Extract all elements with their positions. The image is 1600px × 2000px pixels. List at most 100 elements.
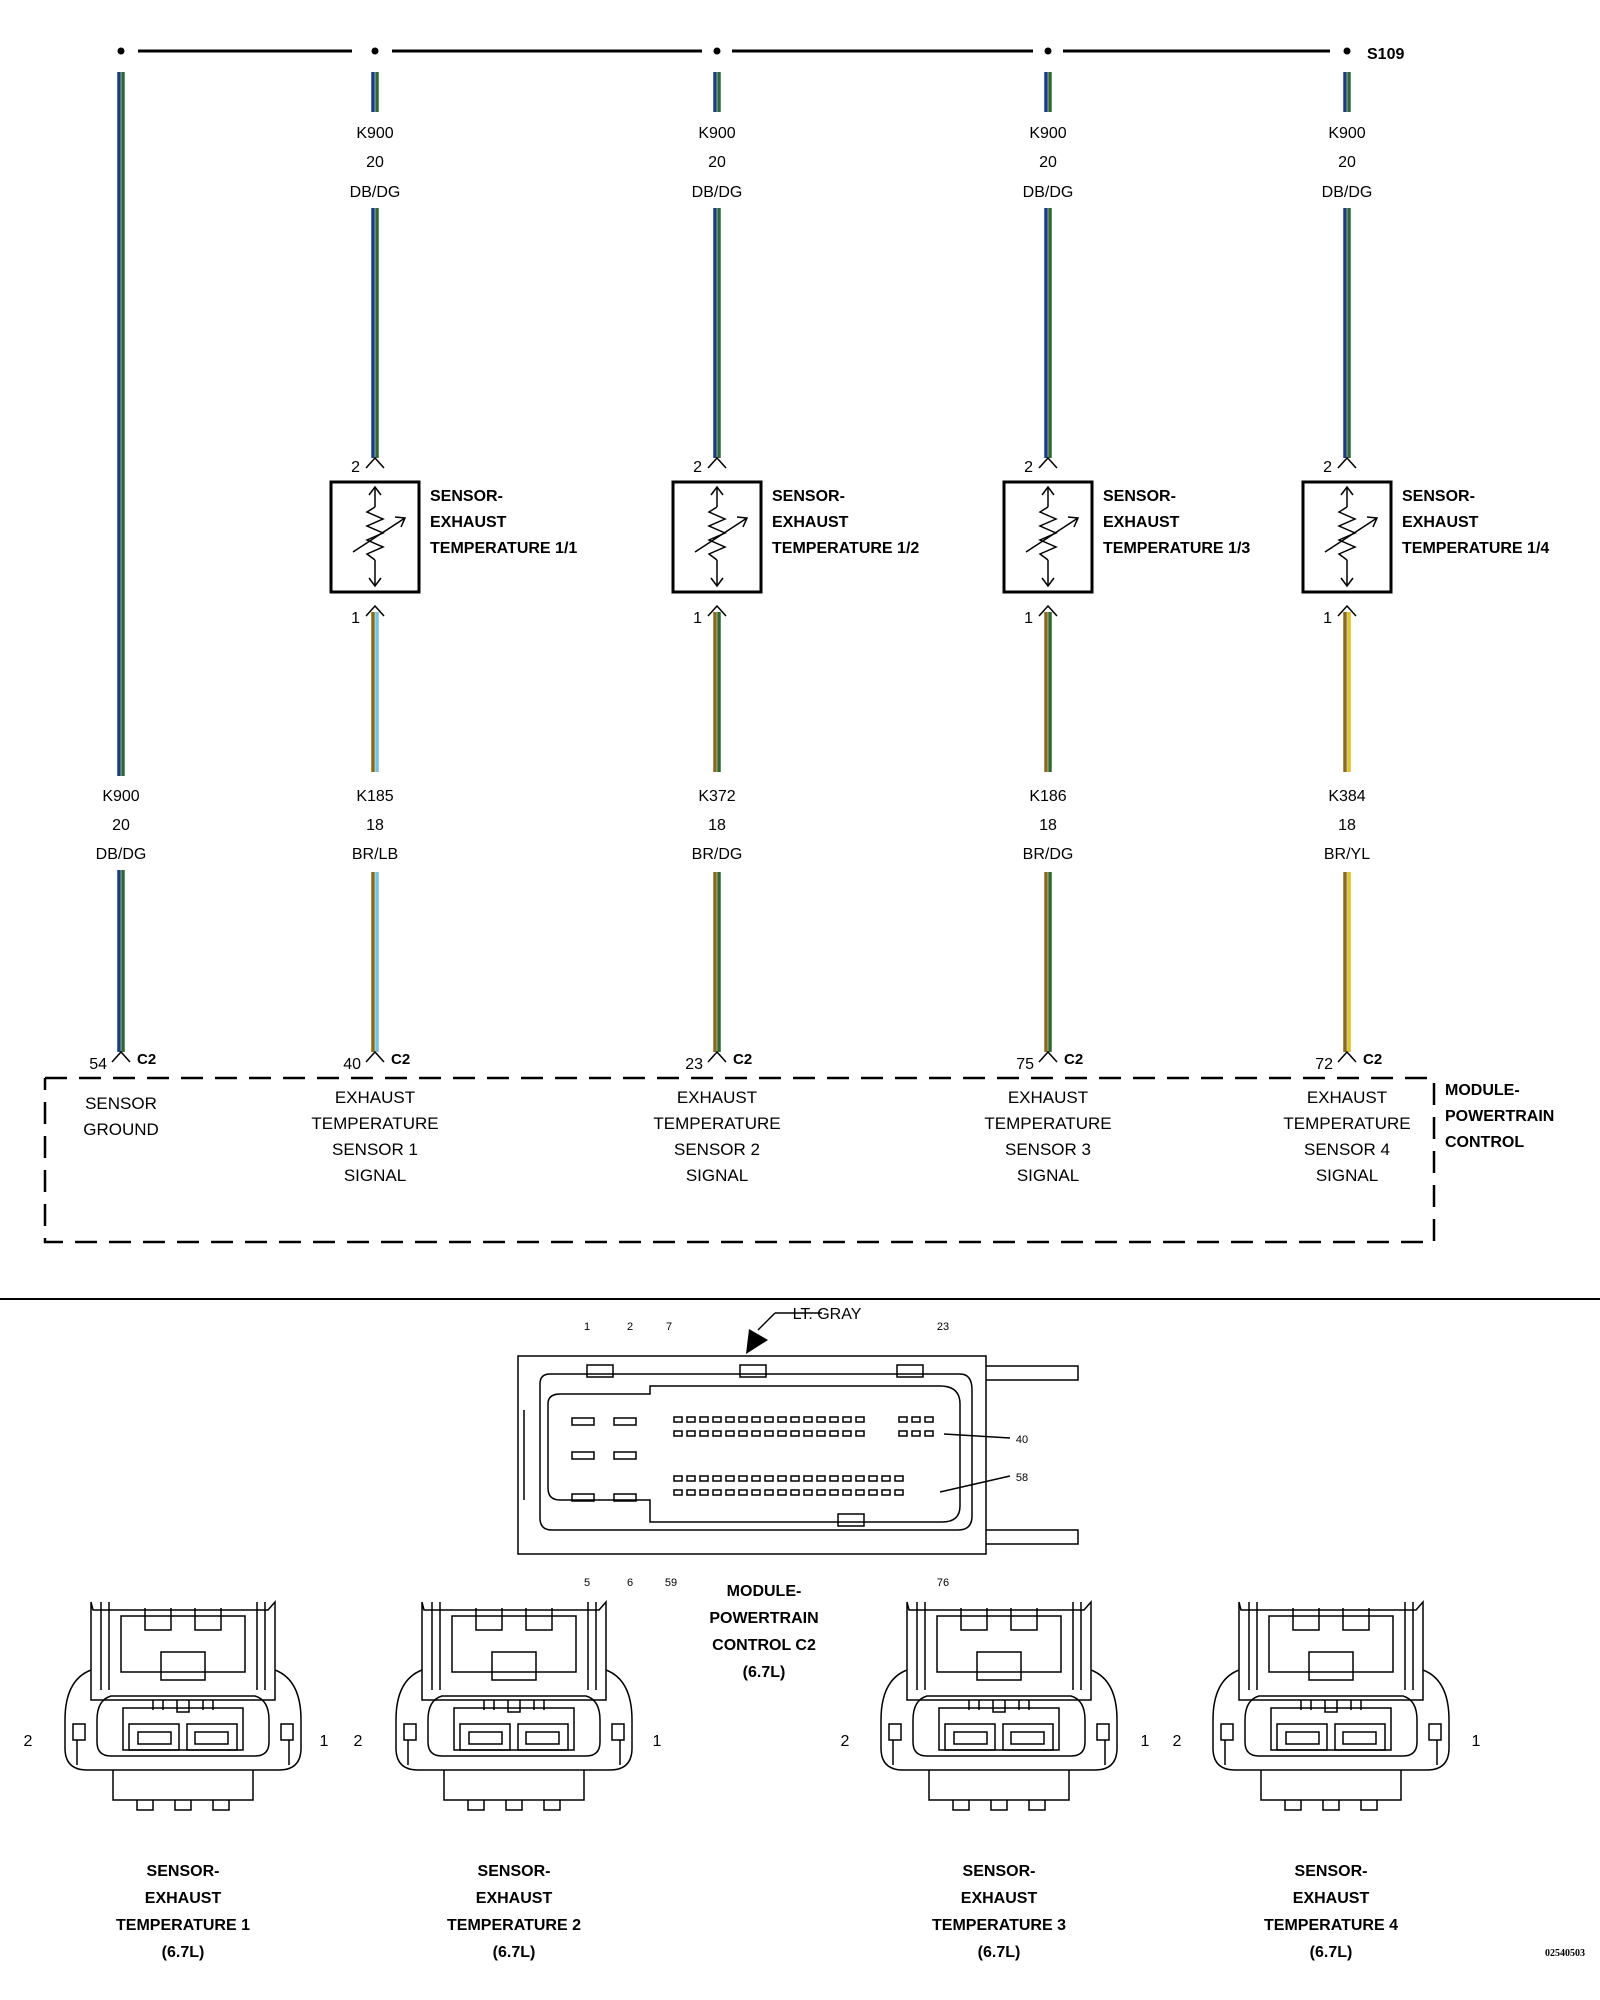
wire-circuit: K186 <box>1029 788 1066 805</box>
pcm-c2-cavity <box>725 1416 735 1423</box>
connector-terminal-cavities <box>459 1723 569 1751</box>
pcm-c2-cavity <box>738 1430 748 1437</box>
pcm-c2-cavity <box>699 1430 709 1437</box>
sensor-connector-title: SENSOR- <box>478 1863 551 1880</box>
thermistor-stroke <box>694 517 748 553</box>
pcm-c2-latch <box>586 1364 614 1378</box>
thermistor-stroke <box>394 516 407 528</box>
connector-hood <box>906 1600 1092 1701</box>
wire-color: DB/DG <box>350 184 401 201</box>
wire-gauge: 20 <box>708 154 726 171</box>
sensor-pin-bottom <box>365 604 385 617</box>
module-signal-label: SENSOR 2 <box>674 1140 760 1159</box>
sensor-connector-title: EXHAUST <box>145 1890 222 1907</box>
pcm-c2-cavity <box>803 1416 813 1423</box>
sensor-name-line2: EXHAUST <box>1103 514 1180 531</box>
pcm-c2-pin-label: 23 <box>937 1321 949 1333</box>
connector-lock-bar <box>112 1770 254 1811</box>
pcm-c2-cavity <box>738 1489 748 1496</box>
connector-seal <box>1244 1695 1418 1757</box>
thermistor-stroke <box>1366 516 1379 528</box>
pcm-c2-cavity <box>673 1416 683 1423</box>
pcm-c2-cavity-large <box>613 1417 637 1426</box>
thermistor-stroke <box>1324 517 1378 553</box>
c2-connector-label: C2 <box>391 1051 410 1068</box>
connector-hood-ribs <box>431 1602 597 1690</box>
thermistor-stroke <box>368 485 382 496</box>
pcm-c2-cavity <box>725 1430 735 1437</box>
module-signal-label: EXHAUST <box>1307 1088 1387 1107</box>
pcm-c2-cavity <box>738 1475 748 1482</box>
module-signal-label: SENSOR 4 <box>1304 1140 1390 1159</box>
sensor-name-line1: SENSOR- <box>1103 488 1176 505</box>
pcm-c2-title: MODULE- <box>727 1583 802 1600</box>
module-signal-label: EXHAUST <box>677 1088 757 1107</box>
sensor-connector-pin-1: 1 <box>653 1733 662 1750</box>
pcm-c2-cavity <box>751 1416 761 1423</box>
wire-color: BR/DG <box>1023 846 1074 863</box>
pcm-c2-cavity <box>816 1475 826 1482</box>
connector-terminals <box>137 1731 229 1745</box>
sensor-pin-1-label: 1 <box>693 610 702 627</box>
pcm-c2-cavity <box>881 1475 891 1482</box>
sensor-name-line2: EXHAUST <box>772 514 849 531</box>
c2-pin-number: 23 <box>685 1056 703 1073</box>
pcm-c2-cavity <box>738 1416 748 1423</box>
connector-keys <box>968 1700 1030 1713</box>
thermistor-icon <box>1324 485 1379 588</box>
connector-latch <box>1268 1615 1394 1673</box>
connector-shell <box>64 1669 302 1771</box>
wire-color: DB/DG <box>96 846 147 863</box>
module-signal-label: SIGNAL <box>1017 1166 1079 1185</box>
connector-lock-bar <box>443 1770 585 1811</box>
module-signal-label: TEMPERATURE <box>1283 1114 1410 1133</box>
sensor-name-line3: TEMPERATURE 1/4 <box>1402 540 1549 557</box>
connector-shell <box>1212 1669 1450 1771</box>
c2-pin-terminal <box>1038 1050 1058 1063</box>
pcm-c2-pin-label: 5 <box>584 1577 590 1589</box>
pcm-c2-body <box>539 1373 973 1531</box>
connector-terminals <box>953 1731 1045 1745</box>
connector-latch-windows <box>1292 1608 1370 1631</box>
pcm-c2-cavity <box>751 1489 761 1496</box>
sensor-connector-pin-2: 2 <box>841 1733 850 1750</box>
connector-side-tabs <box>888 1723 1110 1741</box>
pcm-c2-pin-label: 6 <box>627 1577 633 1589</box>
pcm-c2-title: POWERTRAIN <box>709 1610 818 1627</box>
wire-color: BR/DG <box>692 846 743 863</box>
wire-color: DB/DG <box>692 184 743 201</box>
sensor-connector-title: TEMPERATURE 4 <box>1264 1917 1398 1934</box>
module-signal-label: TEMPERATURE <box>653 1114 780 1133</box>
pcm-c2-pin-label: 40 <box>1016 1434 1028 1446</box>
sensor-name-line3: TEMPERATURE 1/3 <box>1103 540 1250 557</box>
connector-hood-ribs <box>100 1602 266 1690</box>
sensor-connector-face <box>64 1600 302 1811</box>
pcm-c2-cavity <box>816 1489 826 1496</box>
connector-shell-edge <box>407 1740 621 1765</box>
pcm-c2-cavity <box>924 1416 934 1423</box>
sensor-connector-pin-2: 2 <box>24 1733 33 1750</box>
sensor-connector-title: EXHAUST <box>961 1890 1038 1907</box>
pcm-c2-cavity <box>790 1416 800 1423</box>
pcm-c2-cavity <box>868 1489 878 1496</box>
sensor-connector-face <box>880 1600 1118 1811</box>
sensor-box <box>329 480 421 594</box>
sensor-name-line3: TEMPERATURE 1/1 <box>430 540 577 557</box>
pcm-c2-latch <box>896 1364 924 1378</box>
connector-lock-bar <box>1260 1770 1402 1811</box>
pcm-c2-cavity <box>855 1430 865 1437</box>
sensor-pin-1-label: 1 <box>1024 610 1033 627</box>
connector-release <box>491 1651 537 1681</box>
thermistor-icon <box>1025 485 1080 588</box>
pcm-c2-cavity-large <box>571 1493 595 1502</box>
pcm-c2-cavity <box>842 1430 852 1437</box>
pcm-c2-cavity <box>699 1416 709 1423</box>
sensor-name-line3: TEMPERATURE 1/2 <box>772 540 919 557</box>
sensor-box <box>1002 480 1094 594</box>
connector-shell <box>880 1669 1118 1771</box>
connector-latch <box>451 1615 577 1673</box>
module-signal-label: SIGNAL <box>686 1166 748 1185</box>
connector-hood-ribs <box>916 1602 1082 1690</box>
thermistor-stroke <box>352 517 406 553</box>
wire-gauge: 20 <box>1338 154 1356 171</box>
